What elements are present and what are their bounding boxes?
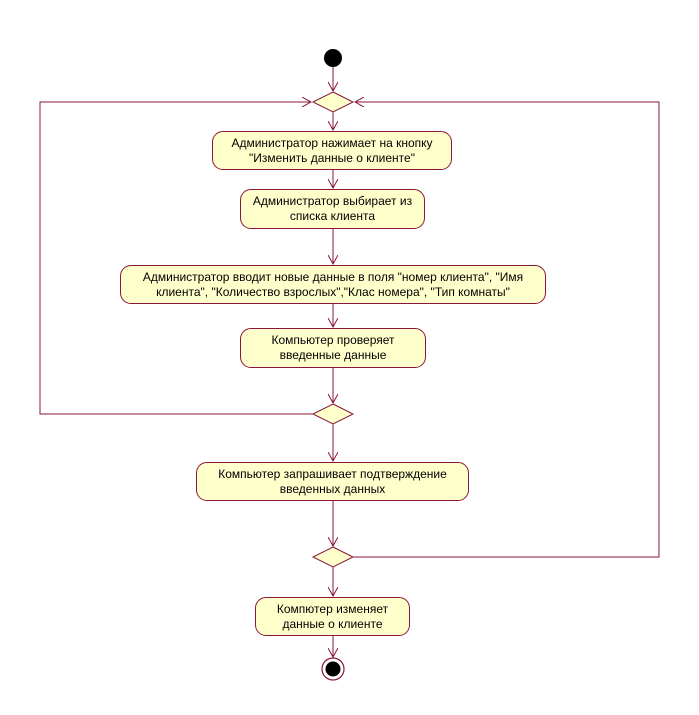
activity-computer-updates: Компютер изменяет данные о клиенте: [255, 597, 410, 636]
decision-node-2: [311, 546, 355, 568]
activity-label: Администратор нажимает на кнопку "Измени…: [231, 135, 433, 165]
activity-request-confirm: Компьютер запрашивает подтверждение введ…: [196, 462, 469, 501]
activity-enter-data: Администратор вводит новые данные в поля…: [120, 265, 546, 304]
final-node-inner: [325, 661, 341, 677]
activity-label: Компьютер проверяет введенные данные: [271, 333, 395, 362]
activity-label: Компьютер запрашивает подтверждение введ…: [218, 466, 447, 496]
activity-select-client: Администратор выбирает из списка клиента: [240, 189, 425, 229]
initial-node: [324, 49, 342, 67]
activity-label: Администратор вводит новые данные в поля…: [142, 269, 524, 299]
activity-computer-checks: Компьютер проверяет введенные данные: [240, 328, 426, 368]
decision-node-1: [311, 403, 355, 425]
loop-left: [39, 102, 313, 415]
activity-label: Администратор выбирает из списка клиента: [252, 194, 413, 223]
activity-label: Компютер изменяет данные о клиенте: [276, 601, 389, 631]
activity-click-edit: Администратор нажимает на кнопку "Измени…: [212, 131, 452, 170]
merge-node-1: [311, 91, 355, 113]
loop-right: [353, 102, 660, 558]
